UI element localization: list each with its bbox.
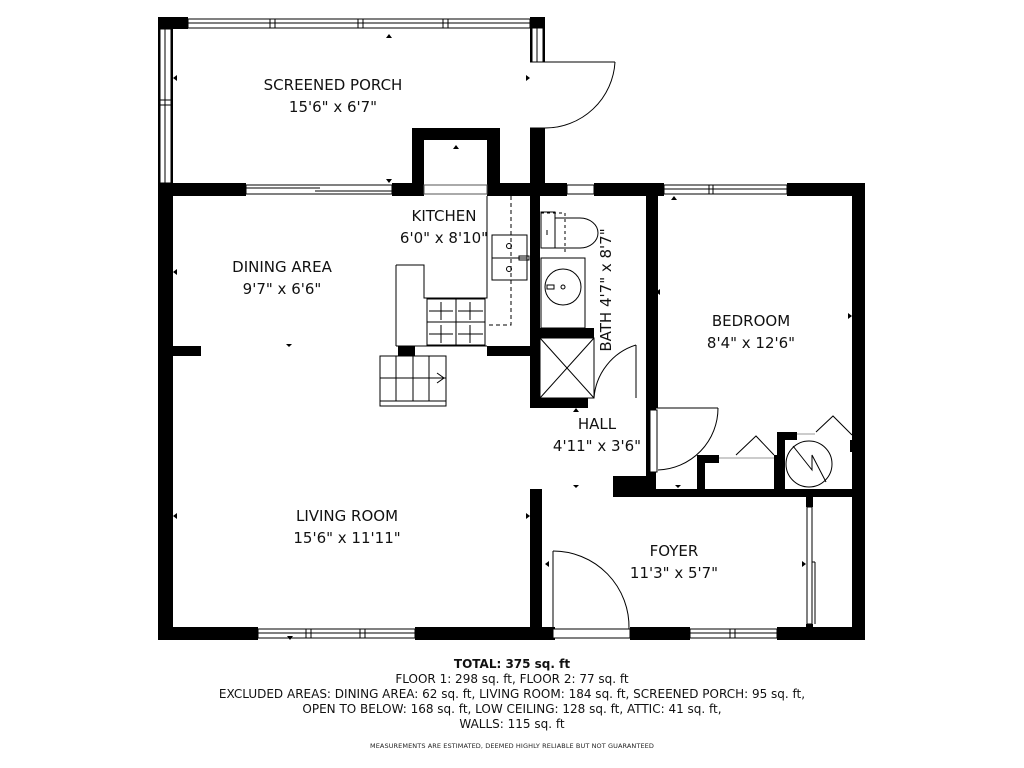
windows <box>159 18 788 639</box>
room-bath: BATH 4'7" x 8'7" <box>595 228 617 351</box>
dimension-markers <box>173 34 852 640</box>
room-name: FOYER <box>649 542 699 560</box>
room-name: KITCHEN <box>411 207 477 225</box>
room-foyer: FOYER 11'3" x 5'7" <box>630 540 718 584</box>
room-dimensions: 11'3" x 5'7" <box>629 564 719 582</box>
room-name: BATH <box>597 311 615 352</box>
room-dining-area: DINING AREA 9'7" x 6'6" <box>232 256 332 300</box>
room-name: HALL <box>577 415 617 433</box>
room-dimensions: 15'6" x 11'11" <box>293 529 401 547</box>
room-kitchen: KITCHEN 6'0" x 8'10" <box>400 205 488 249</box>
room-dimensions: 4'11" x 3'6" <box>552 437 642 455</box>
room-dimensions: 8'4" x 12'6" <box>706 334 796 352</box>
excluded-areas-1: EXCLUDED AREAS: DINING AREA: 62 sq. ft, … <box>218 687 806 701</box>
walls-area: WALLS: 115 sq. ft <box>459 717 565 731</box>
walls <box>158 17 865 640</box>
room-dimensions: 9'7" x 6'6" <box>242 280 322 298</box>
disclaimer: MEASUREMENTS ARE ESTIMATED, DEEMED HIGHL… <box>370 742 654 750</box>
room-dimensions: 4'7" x 8'7" <box>597 228 615 308</box>
room-hall: HALL 4'11" x 3'6" <box>553 413 641 457</box>
fixtures <box>379 196 833 488</box>
total-area: TOTAL: 375 sq. ft <box>453 657 571 671</box>
area-summary: TOTAL: 375 sq. ft FLOOR 1: 298 sq. ft, F… <box>0 657 1024 732</box>
room-name: DINING AREA <box>232 258 332 276</box>
doors <box>530 61 853 639</box>
room-bedroom: BEDROOM 8'4" x 12'6" <box>707 310 795 354</box>
room-dimensions: 15'6" x 6'7" <box>288 98 378 116</box>
room-name: SCREENED PORCH <box>263 76 403 94</box>
room-dimensions: 6'0" x 8'10" <box>399 229 489 247</box>
room-screened-porch: SCREENED PORCH 15'6" x 6'7" <box>264 74 403 118</box>
room-name: BEDROOM <box>711 312 791 330</box>
room-living-room: LIVING ROOM 15'6" x 11'11" <box>293 505 400 549</box>
floor-areas: FLOOR 1: 298 sq. ft, FLOOR 2: 77 sq. ft <box>395 672 629 686</box>
room-name: LIVING ROOM <box>295 507 399 525</box>
excluded-areas-2: OPEN TO BELOW: 168 sq. ft, LOW CEILING: … <box>302 702 722 716</box>
